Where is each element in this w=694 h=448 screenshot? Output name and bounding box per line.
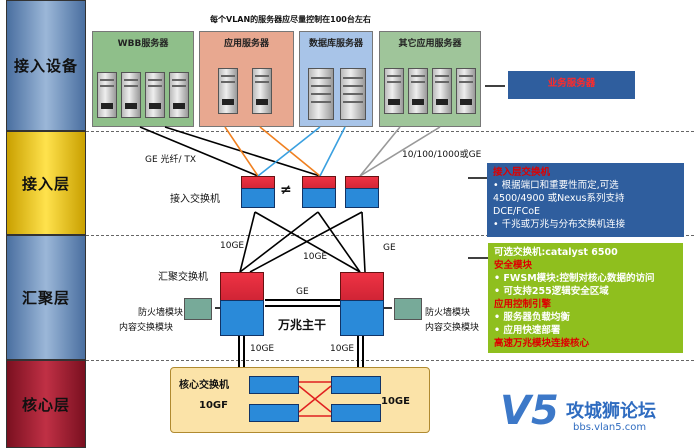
agg-switch-icon <box>220 272 264 336</box>
access-box-line: DCE/FCoE <box>493 206 541 217</box>
core-switch-icon <box>249 376 299 394</box>
tenge-label: 10GE <box>250 344 275 354</box>
server-icon <box>384 68 404 114</box>
content-switch-label: 内容交换模块 <box>119 323 174 333</box>
ge-fiber-label: GE 光纤/ TX <box>145 155 197 165</box>
agg-switch-label: 汇聚交换机 <box>158 272 208 283</box>
access-box-title: 接入层交换机 <box>493 167 551 178</box>
core-switch-icon <box>249 404 299 422</box>
layer-access-label: 接入层 <box>21 174 70 193</box>
core-switch-icon <box>331 376 381 394</box>
business-server-label: 业务服务器 <box>508 71 635 99</box>
firewall-module-icon <box>184 298 212 320</box>
server-icon <box>97 72 117 118</box>
app-server-group: 应用服务器 <box>199 31 294 127</box>
watermark-logo-icon: V5 <box>500 388 559 434</box>
server-icon <box>340 68 366 120</box>
core-switch-label: 核心交换机 <box>179 380 229 391</box>
agg-box-line: 可选交换机:catalyst 6500 <box>494 247 618 258</box>
layer-access-device-label: 接入设备 <box>13 57 78 75</box>
core-links <box>298 381 332 417</box>
layer-aggregation: 汇聚层 <box>6 235 86 360</box>
agg-switch-icon <box>340 272 384 336</box>
agg-box-line: 应用控制引擎 <box>494 299 552 310</box>
agg-box-line: 安全模块 <box>494 260 533 271</box>
speed-label: 10/100/1000或GE <box>402 150 482 160</box>
agg-box-line: • 应用快速部署 <box>494 325 561 336</box>
web-group-label: WBB服务器 <box>117 39 169 49</box>
divider <box>86 235 694 236</box>
firewall-module-icon <box>394 298 422 320</box>
server-icon <box>456 68 476 114</box>
backbone-label: 万兆主干 <box>278 318 327 332</box>
access-box-line: • 千兆或万兆与分布交换机连接 <box>493 219 626 230</box>
tengf-label: 10GF <box>199 400 228 411</box>
access-switch-icon <box>302 176 336 208</box>
server-icon <box>121 72 141 118</box>
server-icon <box>169 72 189 118</box>
server-icon <box>432 68 452 114</box>
link-symbol: ≠ <box>280 182 292 198</box>
tenge-label: 10GE <box>220 241 245 251</box>
firewall-label: 防火墙模块 <box>138 308 184 318</box>
core-switch-icon <box>331 404 381 422</box>
db-server-group: 数据库服务器 <box>299 31 373 127</box>
top-note: 每个VLAN的服务器应尽量控制在100台左右 <box>210 15 371 24</box>
web-server-group: WBB服务器 <box>92 31 194 127</box>
layer-access-device: 接入设备 <box>6 0 86 131</box>
core-switch-group: 核心交换机 10GF 10GE <box>170 367 430 433</box>
ge-label: GE <box>296 287 309 297</box>
server-icon <box>408 68 428 114</box>
content-switch-label: 内容交换模块 <box>425 323 480 333</box>
divider <box>86 360 694 361</box>
access-switch-icon <box>345 176 379 208</box>
server-icon <box>145 72 165 118</box>
agg-box-line: • 服务器负载均衡 <box>494 312 570 323</box>
ge-label: GE <box>383 243 396 253</box>
other-group-label: 其它应用服务器 <box>398 39 462 49</box>
layer-core-label: 核心层 <box>21 395 70 414</box>
access-box-line: 4500/4900 或Nexus系列支持 <box>493 193 625 204</box>
server-icon <box>308 68 334 120</box>
tenge-label: 10GE <box>303 252 328 262</box>
agg-box-line: 高速万兆模块连接核心 <box>494 338 590 349</box>
server-icon <box>252 68 272 114</box>
db-group-label: 数据库服务器 <box>308 39 363 49</box>
agg-box-line: • 可支持255逻辑安全区域 <box>494 286 609 297</box>
layer-access: 接入层 <box>6 131 86 235</box>
access-info-box: 接入层交换机 • 根据端口和重要性而定,可选 4500/4900 或Nexus系… <box>487 163 684 237</box>
tenge-core-label: 10GE <box>381 396 410 407</box>
app-group-label: 应用服务器 <box>223 39 269 49</box>
firewall-label: 防火墙模块 <box>425 308 471 318</box>
watermark-name: 攻城狮论坛 <box>566 401 656 422</box>
access-switch-label: 接入交换机 <box>170 194 220 205</box>
tenge-label: 10GE <box>330 344 355 354</box>
divider <box>86 131 694 132</box>
layer-aggregation-label: 汇聚层 <box>21 289 70 307</box>
other-server-group: 其它应用服务器 <box>379 31 481 127</box>
agg-box-line: • FWSM模块:控制对核心数据的访问 <box>494 273 655 284</box>
server-icon <box>218 68 238 114</box>
agg-info-box: 可选交换机:catalyst 6500 安全模块 • FWSM模块:控制对核心数… <box>488 243 683 353</box>
access-switch-icon <box>241 176 275 208</box>
access-box-line: • 根据端口和重要性而定,可选 <box>493 180 619 191</box>
watermark-url: bbs.vlan5.com <box>573 422 647 433</box>
